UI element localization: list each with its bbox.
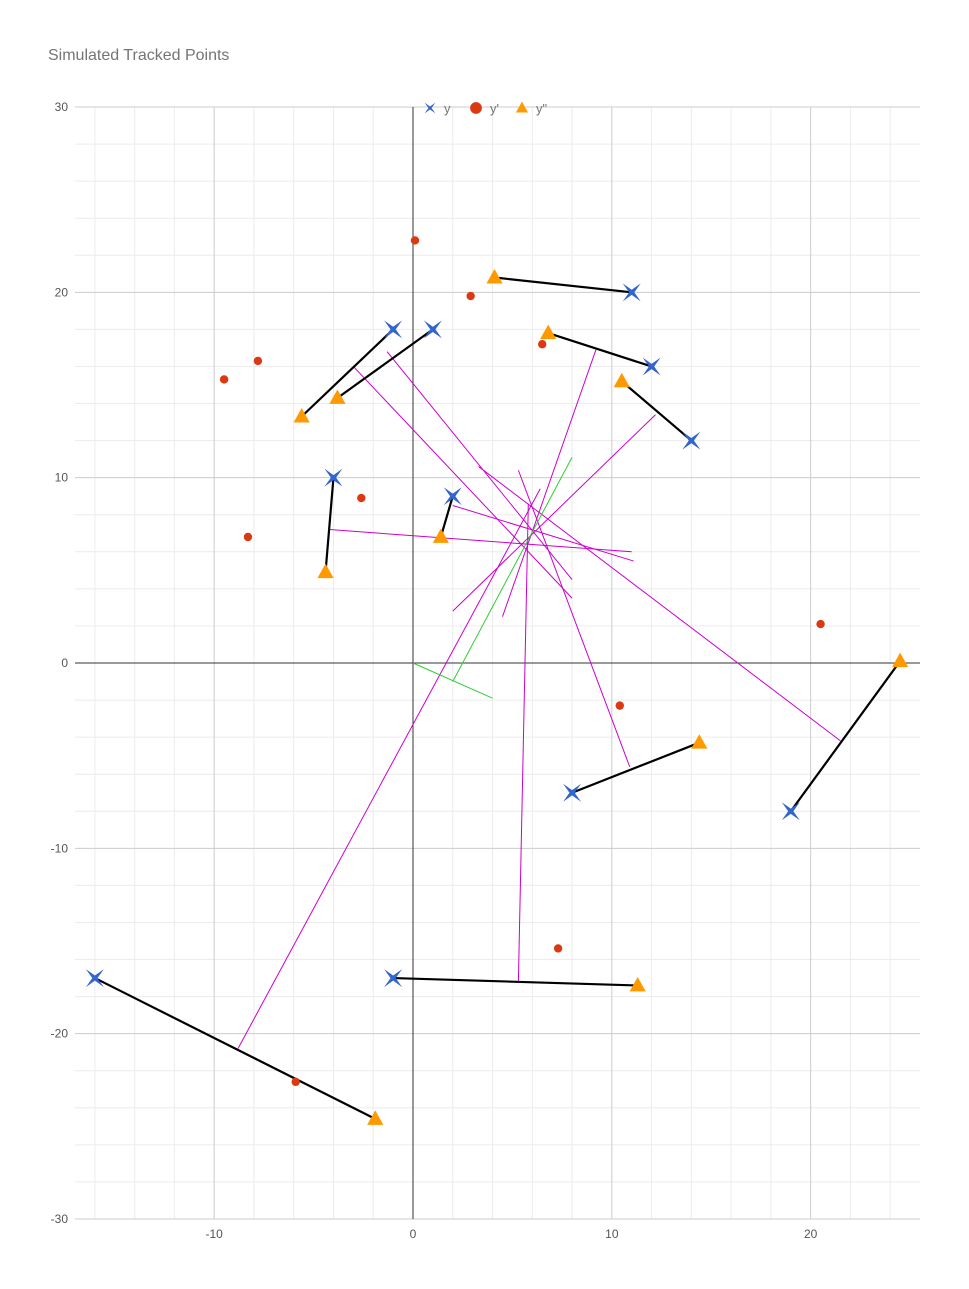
black-segment — [336, 328, 434, 399]
y-tick-label: -30 — [51, 1212, 69, 1226]
point-x — [85, 969, 104, 988]
black-segment — [324, 477, 335, 573]
chart-title: Simulated Tracked Points — [48, 47, 230, 64]
black-segment — [300, 328, 394, 418]
point-triangle — [540, 324, 557, 340]
point-x — [622, 283, 641, 302]
point-circle — [466, 291, 475, 301]
y-tick-label: 0 — [61, 656, 68, 670]
point-triangle — [329, 389, 346, 404]
black-segment — [439, 495, 454, 538]
legend-label: y — [444, 101, 451, 116]
magenta-segment — [517, 470, 631, 767]
legend-marker-x — [424, 102, 436, 114]
magenta-segment — [452, 504, 634, 562]
tick-labels: -10 0 10 20 -30 -20 -10 0 10 20 30 — [51, 100, 818, 1241]
point-x — [384, 320, 403, 339]
point-triangle — [613, 372, 630, 388]
magenta-segment — [237, 488, 541, 1049]
black-segment — [494, 276, 632, 294]
x-tick-label: 0 — [410, 1227, 417, 1241]
point-triangle — [317, 563, 334, 579]
y-tick-label: 20 — [55, 285, 69, 299]
point-triangle — [892, 652, 909, 668]
x-tick-label: -10 — [206, 1227, 224, 1241]
legend-label: y' — [490, 101, 499, 116]
point-triangle — [691, 734, 708, 749]
point-triangle — [432, 528, 449, 543]
magenta-segment — [501, 349, 597, 617]
point-circle — [253, 356, 263, 366]
point-circle — [615, 701, 624, 710]
point-x — [443, 487, 462, 506]
connector-segments — [94, 276, 902, 1120]
x-tick-label: 20 — [804, 1227, 818, 1241]
point-x — [781, 802, 800, 821]
zero-axes — [75, 107, 920, 1219]
point-x — [324, 468, 343, 487]
point-triangle — [486, 269, 503, 284]
green-segment — [452, 457, 573, 682]
point-circle — [291, 1077, 300, 1087]
magenta-segment — [386, 351, 573, 580]
y-tick-label: -20 — [51, 1027, 69, 1041]
black-segment — [571, 741, 700, 794]
point-circle — [538, 340, 547, 349]
point-circle — [219, 375, 229, 384]
x-tick-label: 10 — [605, 1227, 619, 1241]
legend-marker-circle — [470, 102, 482, 114]
y-tick-label: 30 — [55, 100, 69, 114]
point-x — [423, 320, 442, 339]
magenta-segment — [329, 529, 632, 553]
black-segment — [94, 977, 376, 1120]
point-x — [563, 783, 582, 802]
magenta-segment — [352, 366, 573, 599]
black-segment — [547, 332, 652, 368]
point-circle — [410, 236, 420, 245]
point-x — [682, 431, 701, 450]
point-circle — [243, 532, 253, 542]
point-circle — [553, 944, 563, 953]
point-triangle — [293, 408, 310, 423]
y-tick-label: -10 — [51, 841, 69, 855]
point-triangle — [367, 1110, 384, 1125]
black-segment — [621, 380, 693, 442]
point-x — [384, 969, 403, 988]
magenta-segment — [452, 414, 656, 612]
legend-marker-triangle — [515, 101, 529, 113]
point-triangle — [629, 976, 646, 992]
point-x — [642, 357, 661, 376]
legend-label: y" — [536, 101, 548, 116]
black-segment — [393, 976, 638, 987]
data-markers — [85, 236, 909, 1125]
point-circle — [357, 493, 366, 503]
black-segment — [789, 660, 902, 812]
y-tick-label: 10 — [55, 471, 69, 485]
legend: y y' y" — [424, 101, 548, 116]
point-circle — [816, 619, 825, 629]
magenta-segment — [517, 503, 529, 982]
